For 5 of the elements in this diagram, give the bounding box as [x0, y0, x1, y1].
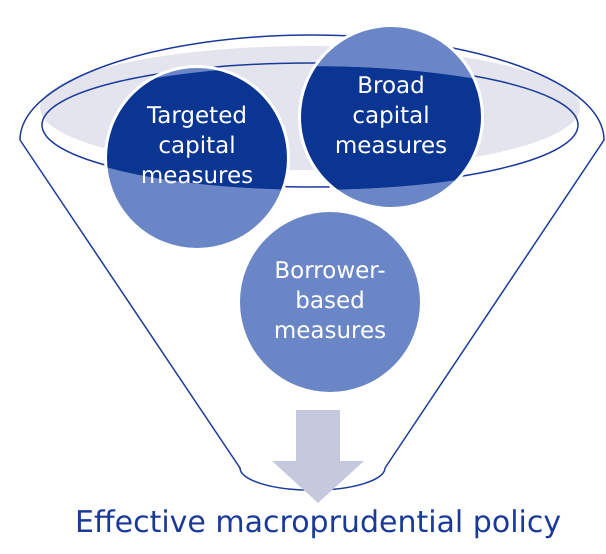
- node-label: Targeted capital measures: [140, 102, 254, 191]
- node-label: Broad capital measures: [334, 72, 448, 161]
- node-label: Borrower-based measures: [272, 257, 388, 346]
- block-arrow: [272, 410, 364, 503]
- result-label: Effective macroprudential policy: [75, 505, 562, 540]
